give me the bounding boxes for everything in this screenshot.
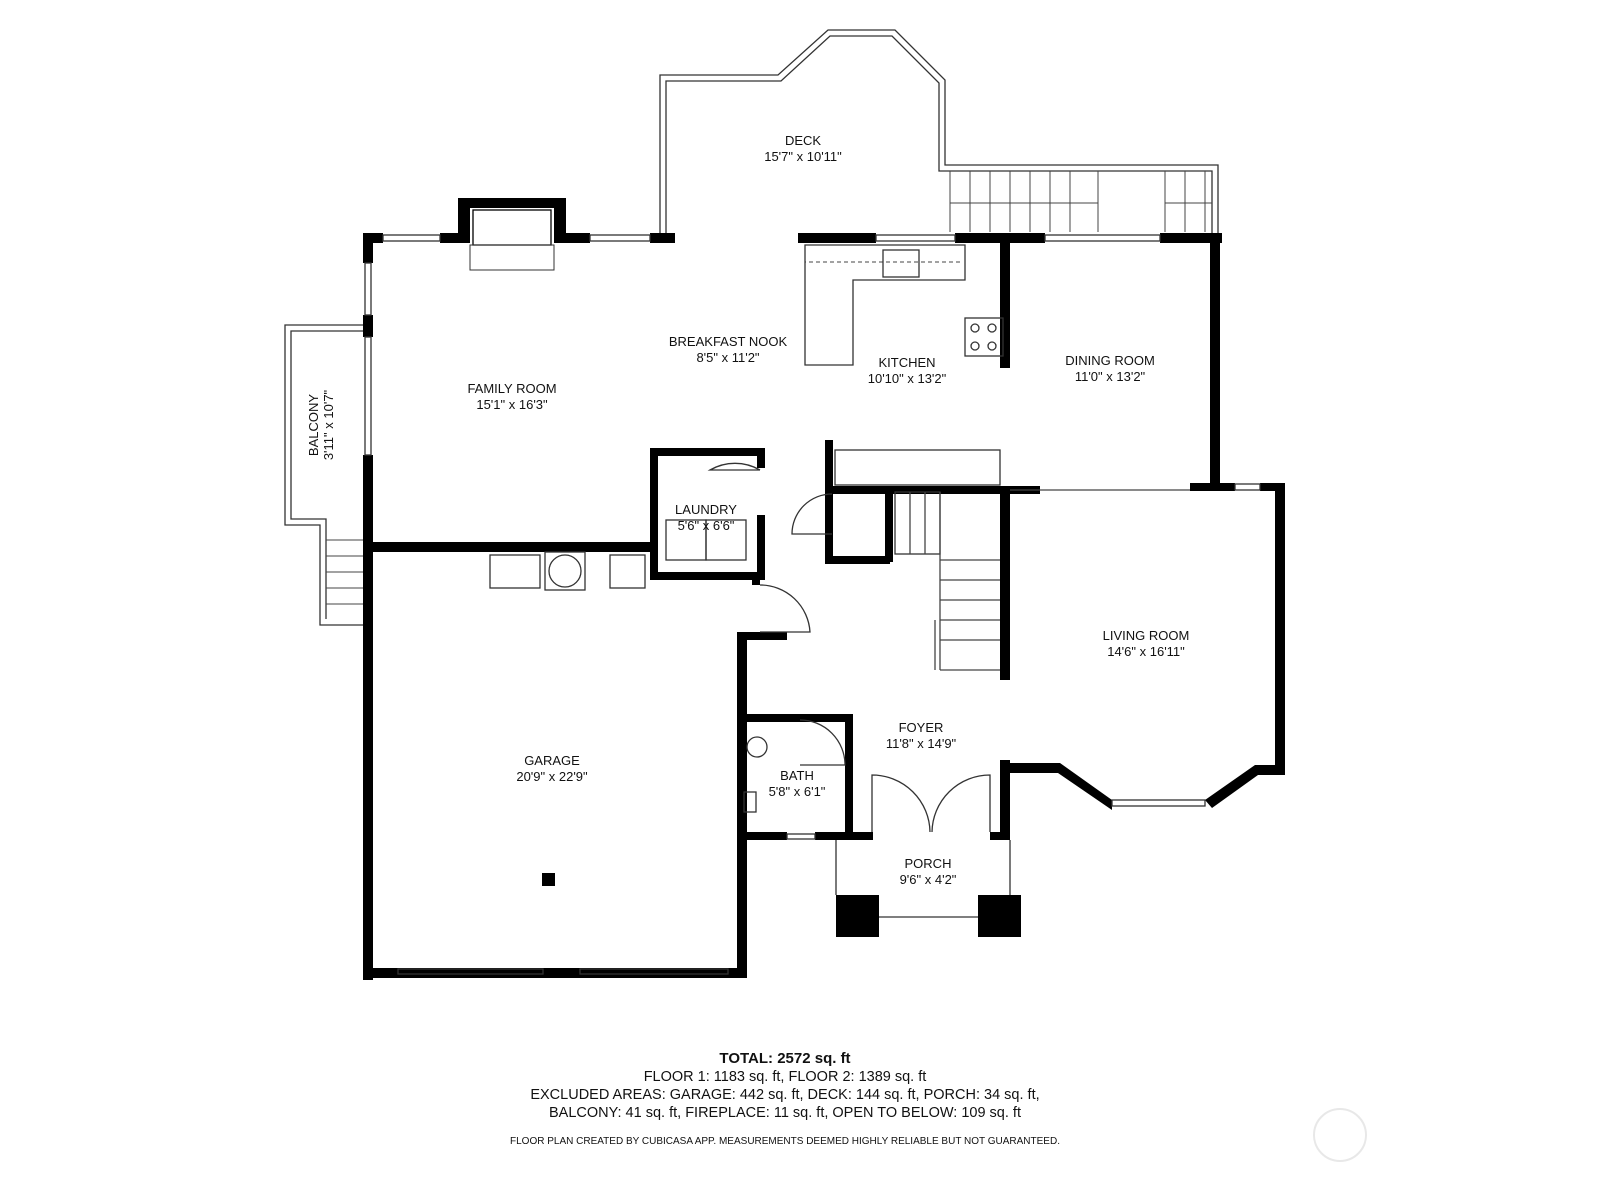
living-room-label: LIVING ROOM: [1103, 628, 1190, 643]
balcony-label: BALCONY: [306, 394, 321, 456]
fixtures: [364, 234, 1261, 975]
watermark-logo: [1313, 1108, 1367, 1162]
walls: [363, 198, 1285, 980]
foyer-label: FOYER: [899, 720, 944, 735]
excluded-areas-line-1: EXCLUDED AREAS: GARAGE: 442 sq. ft, DECK…: [530, 1087, 1040, 1103]
porch-size: 9'6" x 4'2": [900, 872, 957, 887]
deck-label: DECK: [785, 133, 821, 148]
family-room-label: FAMILY ROOM: [467, 381, 556, 396]
deck: [659, 29, 1219, 238]
floor-areas: FLOOR 1: 1183 sq. ft, FLOOR 2: 1389 sq. …: [643, 1069, 927, 1085]
breakfast-nook-label: BREAKFAST NOOK: [669, 334, 788, 349]
balcony: [284, 324, 365, 626]
room-labels: DECK 15'7" x 10'11" BREAKFAST NOOK 8'5" …: [306, 133, 1189, 887]
disclaimer: FLOOR PLAN CREATED BY CUBICASA APP. MEAS…: [510, 1136, 1060, 1147]
balcony-size: 3'11" x 10'7": [321, 389, 336, 460]
total-area: TOTAL: 2572 sq. ft: [719, 1050, 851, 1067]
kitchen-size: 10'10" x 13'2": [868, 371, 947, 386]
garage-label: GARAGE: [524, 753, 580, 768]
deck-size: 15'7" x 10'11": [764, 149, 842, 164]
dining-room-size: 11'0" x 13'2": [1075, 369, 1146, 384]
laundry-label: LAUNDRY: [675, 502, 737, 517]
garage-size: 20'9" x 22'9": [516, 769, 588, 784]
kitchen-label: KITCHEN: [878, 355, 935, 370]
dining-room-label: DINING ROOM: [1065, 353, 1155, 368]
excluded-areas-line-2: BALCONY: 41 sq. ft, FIREPLACE: 11 sq. ft…: [549, 1105, 1021, 1121]
bath-label: BATH: [780, 768, 814, 783]
breakfast-nook-size: 8'5" x 11'2": [696, 350, 759, 365]
family-room-size: 15'1" x 16'3": [476, 397, 548, 412]
foyer-size: 11'8" x 14'9": [886, 736, 957, 751]
porch-label: PORCH: [905, 856, 952, 871]
laundry-size: 5'6" x 6'6": [678, 518, 735, 533]
bath-size: 5'8" x 6'1": [769, 784, 826, 799]
living-room-size: 14'6" x 16'11": [1107, 644, 1185, 659]
